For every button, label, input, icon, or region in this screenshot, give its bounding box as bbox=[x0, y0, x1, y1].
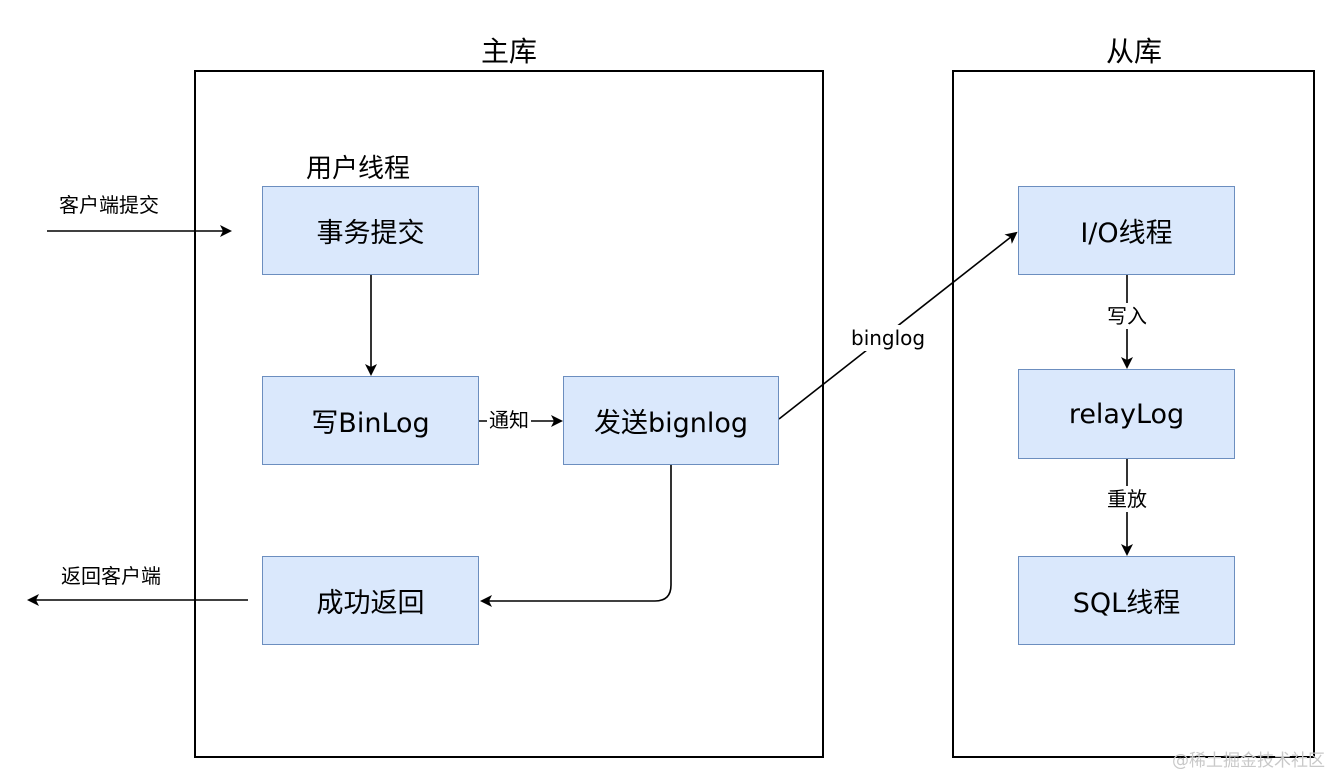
master-title: 主库 bbox=[480, 35, 537, 68]
master-frame bbox=[194, 70, 824, 758]
io-thread-node: I/O线程 bbox=[1018, 186, 1235, 275]
write-binlog-node: 写BinLog bbox=[262, 376, 479, 465]
binlog-label: binglog bbox=[849, 325, 928, 351]
client-commit-label: 客户端提交 bbox=[57, 192, 161, 218]
return-client-label: 返回客户端 bbox=[59, 563, 163, 589]
write-in-label: 写入 bbox=[1105, 303, 1149, 329]
replay-label: 重放 bbox=[1105, 486, 1149, 512]
sql-thread-node: SQL线程 bbox=[1018, 556, 1235, 645]
user-thread-label: 用户线程 bbox=[306, 154, 411, 184]
commit-node: 事务提交 bbox=[262, 186, 479, 275]
send-binlog-node: 发送bignlog bbox=[563, 376, 779, 465]
arrow-send-to-success bbox=[480, 465, 672, 607]
notify-label: 通知 bbox=[487, 407, 531, 433]
relay-log-node: relayLog bbox=[1018, 369, 1235, 459]
slave-frame bbox=[952, 70, 1315, 758]
success-return-node: 成功返回 bbox=[262, 556, 479, 645]
slave-title: 从库 bbox=[1105, 35, 1162, 68]
watermark: @稀土掘金技术社区 bbox=[1172, 751, 1325, 771]
